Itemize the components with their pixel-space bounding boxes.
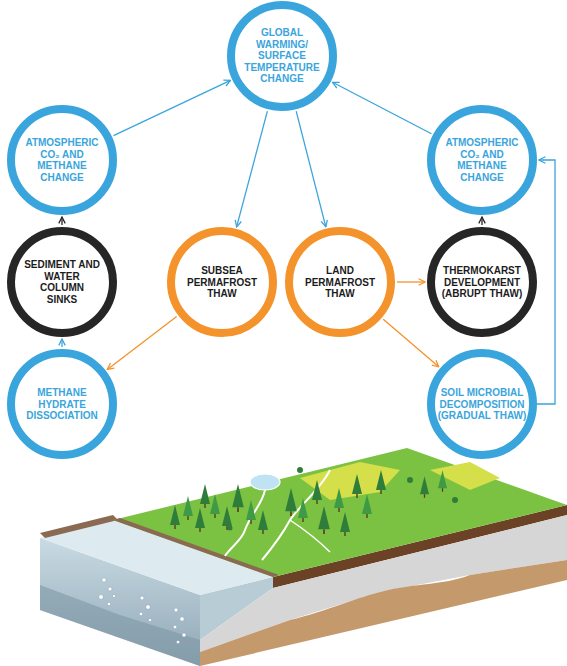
bubble bbox=[99, 595, 104, 600]
tree bbox=[258, 510, 268, 534]
tree bbox=[376, 470, 386, 494]
feedback-circle: GLOBAL WARMING/ SURFACE TEMPERATURE CHAN… bbox=[227, 1, 337, 111]
label-group: SEDIMENT AND WATER COLUMN SINKS bbox=[24, 259, 100, 305]
arrow-connector bbox=[537, 160, 555, 404]
tree bbox=[312, 480, 322, 504]
tree bbox=[222, 506, 232, 530]
bubble bbox=[108, 587, 112, 591]
node-label: SOIL MICROBIAL DECOMPOSITION (GRADUAL TH… bbox=[437, 387, 527, 422]
circle-ring bbox=[11, 109, 113, 211]
node-label: SEDIMENT AND WATER COLUMN SINKS bbox=[24, 259, 100, 305]
shrub bbox=[297, 467, 303, 473]
bubble bbox=[148, 618, 151, 621]
tree bbox=[170, 505, 180, 529]
node-label: ATMOSPHERIC CO₂ AND METHANE CHANGE bbox=[439, 137, 525, 183]
tree bbox=[340, 512, 350, 536]
bubble bbox=[140, 596, 144, 600]
methane-bubbles bbox=[99, 578, 186, 644]
node-label: THERMOKARST DEVELOPMENT (ABRUPT THAW) bbox=[439, 265, 525, 300]
tree bbox=[298, 498, 308, 522]
circle-ring bbox=[231, 5, 333, 107]
arrow-connector bbox=[114, 80, 231, 135]
node-label: ATMOSPHERIC CO₂ AND METHANE CHANGE bbox=[19, 137, 105, 183]
shrub bbox=[407, 477, 413, 483]
bubble bbox=[102, 578, 106, 582]
seabed-edge bbox=[40, 515, 118, 538]
tree bbox=[352, 474, 362, 498]
feedback-circle: ATMOSPHERIC CO₂ AND METHANE CHANGE bbox=[427, 105, 537, 215]
feedback-circle: SOIL MICROBIAL DECOMPOSITION (GRADUAL TH… bbox=[427, 349, 537, 459]
tree bbox=[438, 470, 447, 492]
bubble bbox=[139, 612, 143, 616]
label-group: LAND PERMAFROST THAW bbox=[300, 265, 380, 300]
circle-ring bbox=[11, 353, 113, 455]
tree bbox=[195, 508, 205, 532]
circle-ring bbox=[289, 231, 391, 333]
land-surface bbox=[113, 448, 567, 577]
tree bbox=[210, 494, 220, 518]
tree bbox=[334, 488, 344, 512]
shrub bbox=[452, 497, 458, 503]
tree bbox=[183, 496, 193, 520]
label-group: ATMOSPHERIC CO₂ AND METHANE CHANGE bbox=[439, 137, 525, 183]
bubble bbox=[107, 602, 111, 606]
arrow-connector bbox=[61, 217, 62, 225]
shrub bbox=[228, 526, 233, 531]
tree bbox=[362, 494, 372, 518]
arrow-connector bbox=[383, 319, 439, 367]
label-group: METHANE HYDRATE DISSOCIATION bbox=[19, 387, 105, 422]
arrow-connector bbox=[481, 217, 482, 225]
tree bbox=[420, 476, 429, 498]
circle-ring bbox=[11, 231, 113, 333]
circle-ring bbox=[171, 231, 273, 333]
label-group: THERMOKARST DEVELOPMENT (ABRUPT THAW) bbox=[439, 265, 525, 300]
circle-ring bbox=[431, 231, 533, 333]
feedback-circle: SUBSEA PERMAFROST THAW bbox=[167, 227, 277, 337]
bubble bbox=[112, 594, 115, 597]
label-group: GLOBAL WARMING/ SURFACE TEMPERATURE CHAN… bbox=[239, 27, 325, 85]
tree bbox=[232, 484, 244, 512]
feedback-circle: SEDIMENT AND WATER COLUMN SINKS bbox=[7, 227, 117, 337]
tree bbox=[318, 506, 330, 534]
arrow-connector bbox=[296, 111, 326, 227]
node-label: SUBSEA PERMAFROST THAW bbox=[182, 265, 262, 300]
bubble bbox=[146, 605, 151, 610]
arrow-connector bbox=[333, 82, 432, 133]
arrow-connector bbox=[107, 317, 176, 370]
feedback-circle: THERMOKARST DEVELOPMENT (ABRUPT THAW) bbox=[427, 227, 537, 337]
feedback-circle: METHANE HYDRATE DISSOCIATION bbox=[7, 349, 117, 459]
label-group: ATMOSPHERIC CO₂ AND METHANE CHANGE bbox=[19, 137, 105, 183]
seabed-shadow bbox=[40, 585, 200, 666]
bubble bbox=[182, 633, 186, 637]
tree bbox=[200, 484, 210, 508]
bubble bbox=[180, 617, 184, 621]
label-group: SOIL MICROBIAL DECOMPOSITION (GRADUAL TH… bbox=[437, 387, 527, 422]
feedback-circle: ATMOSPHERIC CO₂ AND METHANE CHANGE bbox=[7, 105, 117, 215]
tree bbox=[285, 488, 297, 516]
bubble bbox=[176, 640, 179, 643]
tree bbox=[246, 500, 256, 524]
bubble bbox=[173, 625, 177, 629]
circle-ring bbox=[431, 109, 533, 211]
thaw-lake bbox=[250, 474, 280, 490]
circle-ring bbox=[431, 353, 533, 455]
arrow-connector bbox=[237, 111, 268, 227]
node-label: GLOBAL WARMING/ SURFACE TEMPERATURE CHAN… bbox=[239, 27, 325, 85]
node-label: LAND PERMAFROST THAW bbox=[300, 265, 380, 300]
arrow-connector bbox=[61, 339, 62, 347]
bubble bbox=[174, 608, 178, 612]
node-label: METHANE HYDRATE DISSOCIATION bbox=[19, 387, 105, 422]
feedback-circle: LAND PERMAFROST THAW bbox=[285, 227, 395, 337]
label-group: SUBSEA PERMAFROST THAW bbox=[182, 265, 262, 300]
arrow-connector bbox=[397, 281, 425, 282]
river bbox=[262, 470, 330, 560]
